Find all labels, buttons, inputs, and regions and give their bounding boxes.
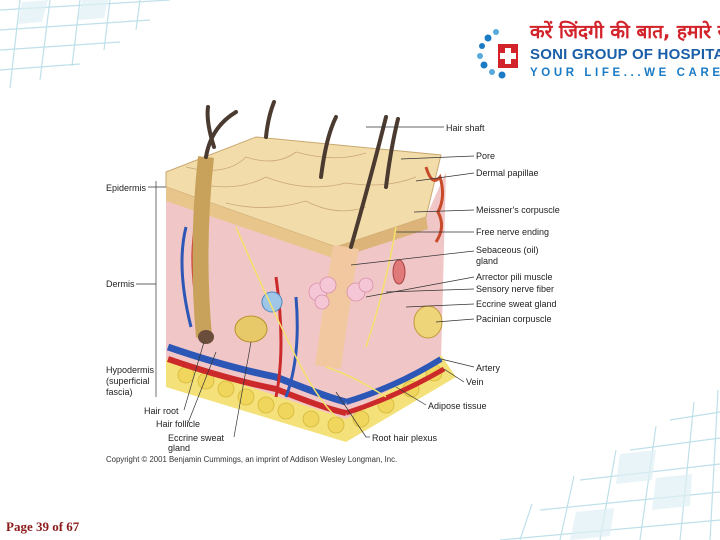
label-hypodermis-1: Hypodermis: [106, 365, 155, 375]
brand-name: SONI GROUP OF HOSPITALS: [530, 46, 720, 63]
label-artery: Artery: [476, 363, 501, 373]
label-meissners-corpuscle: Meissner's corpuscle: [476, 205, 560, 215]
hospital-logo-icon: [477, 29, 518, 79]
label-free-nerve-ending: Free nerve ending: [476, 227, 550, 237]
skin-cross-section-illustration: [136, 100, 475, 442]
skin-anatomy-figure: Hair shaft Pore Dermal papillae Meissner…: [96, 97, 576, 470]
label-dermal-papillae: Dermal papillae: [476, 168, 539, 178]
label-eccrine-duct-2: gland: [168, 443, 191, 453]
label-sebaceous-gland-1: Sebaceous (oil): [476, 245, 539, 255]
label-root-hair-plexus: Root hair plexus: [372, 433, 438, 443]
label-hair-root: Hair root: [144, 406, 179, 416]
label-arrector-pili: Arrector pili muscle: [476, 272, 553, 282]
label-hypodermis-2: (superficial: [106, 376, 150, 386]
hindi-tagline: करें जिंदगी की बात, हमारे साथ: [530, 21, 720, 43]
label-eccrine-gland: Eccrine sweat gland: [476, 299, 557, 309]
label-pore: Pore: [476, 151, 496, 161]
label-epidermis: Epidermis: [106, 183, 147, 193]
label-dermis: Dermis: [106, 279, 135, 289]
figure-copyright: Copyright © 2001 Benjamin Cummings, an i…: [106, 455, 398, 464]
page-number: Page 39 of 67: [6, 519, 80, 534]
label-sensory-nerve: Sensory nerve fiber: [476, 284, 555, 294]
label-vein: Vein: [466, 377, 484, 387]
brand-slogan: YOUR LIFE...WE CARE!: [530, 67, 720, 79]
label-sebaceous-gland-2: gland: [476, 256, 499, 266]
label-pacinian-corpuscle: Pacinian corpuscle: [476, 314, 552, 324]
label-adipose-tissue: Adipose tissue: [428, 401, 487, 411]
label-hypodermis-3: fascia): [106, 387, 133, 397]
label-hair-shaft: Hair shaft: [446, 123, 485, 133]
label-eccrine-duct-1: Eccrine sweat: [168, 433, 225, 443]
decorative-tiles-bottom-right: [499, 389, 720, 540]
hospital-logo: करें जिंदगी की बात, हमारे साथ SONI GROUP…: [474, 18, 720, 84]
label-hair-follicle: Hair follicle: [156, 419, 201, 429]
decorative-tiles-top-left: [0, 0, 171, 89]
